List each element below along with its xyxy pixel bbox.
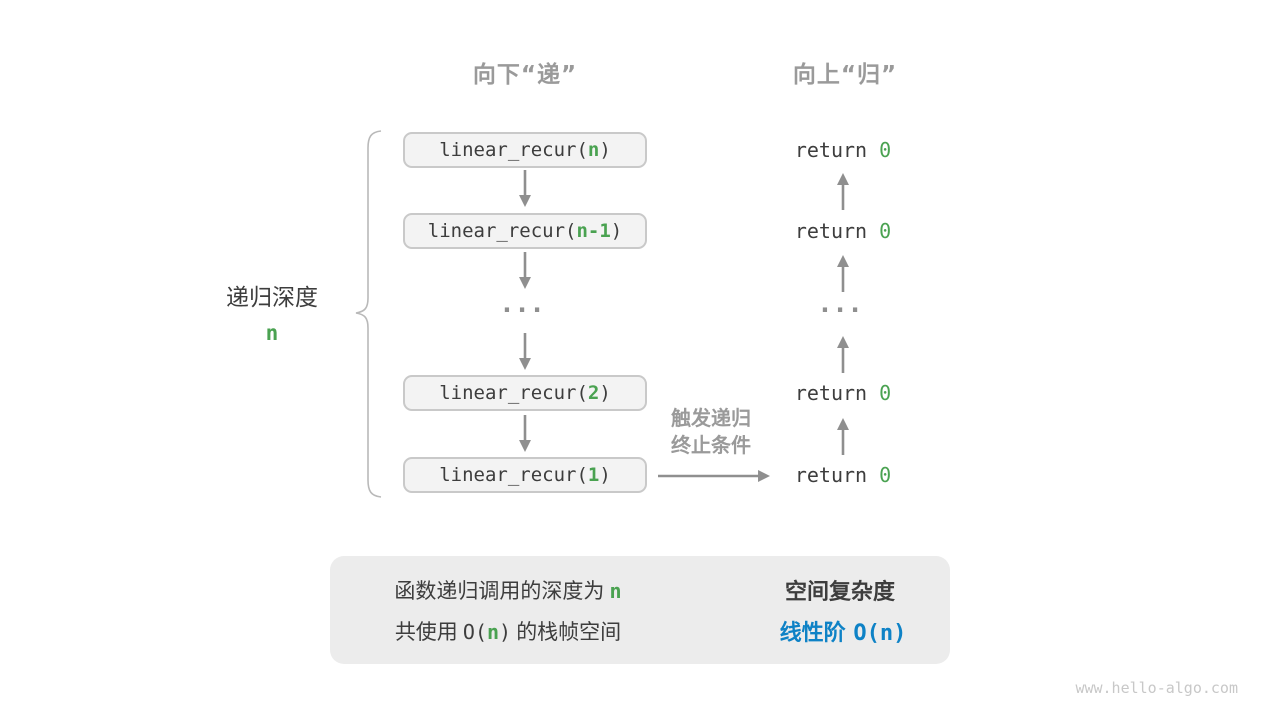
summary-line-1: 函数递归调用的深度为 n (394, 579, 622, 603)
call-text: linear_recur( (439, 139, 588, 161)
call-text: linear_recur( (439, 464, 588, 486)
recursion-depth-value: n (265, 321, 279, 345)
header-upward-return: 向上“归” (792, 62, 898, 88)
space-complexity-value: 线性阶 O(n) (779, 621, 907, 646)
call-ellipsis: ··· (502, 296, 548, 324)
space-complexity-title: 空间复杂度 (784, 580, 896, 605)
summary-panel (330, 556, 950, 664)
call-arg: 2 (587, 382, 600, 404)
call-box-2: linear_recur(2) (403, 375, 647, 411)
summary-space-n: n (487, 620, 500, 644)
call-box-n-1: linear_recur(n-1) (403, 213, 647, 249)
return-ellipsis: ··· (820, 296, 866, 324)
watermark-url: www.hello-algo.com (1075, 679, 1238, 697)
depth-brace (355, 130, 382, 498)
call-text: linear_recur( (427, 220, 577, 242)
call-box-1: linear_recur(1) (403, 457, 647, 493)
return-row: return 0 (794, 219, 892, 243)
return-row: return 0 (794, 381, 892, 405)
call-box-n: linear_recur(n) (403, 132, 647, 168)
summary-depth-n: n (609, 579, 622, 603)
call-arg: n (587, 139, 600, 161)
return-row: return 0 (794, 138, 892, 162)
header-downward-recurse: 向下“递” (472, 62, 578, 88)
call-arg: 1 (587, 464, 600, 486)
call-text: linear_recur( (439, 382, 588, 404)
return-value: 0 (879, 219, 892, 243)
return-row: return 0 (794, 463, 892, 487)
base-case-label: 触发递归 终止条件 (671, 406, 751, 457)
return-value: 0 (879, 381, 892, 405)
return-value: 0 (879, 138, 892, 162)
return-value: 0 (879, 463, 892, 487)
summary-line-2: 共使用 O(n) 的栈帧空间 (394, 620, 622, 644)
recursion-depth-label: 递归深度 (226, 285, 318, 311)
call-arg: n-1 (576, 220, 611, 242)
